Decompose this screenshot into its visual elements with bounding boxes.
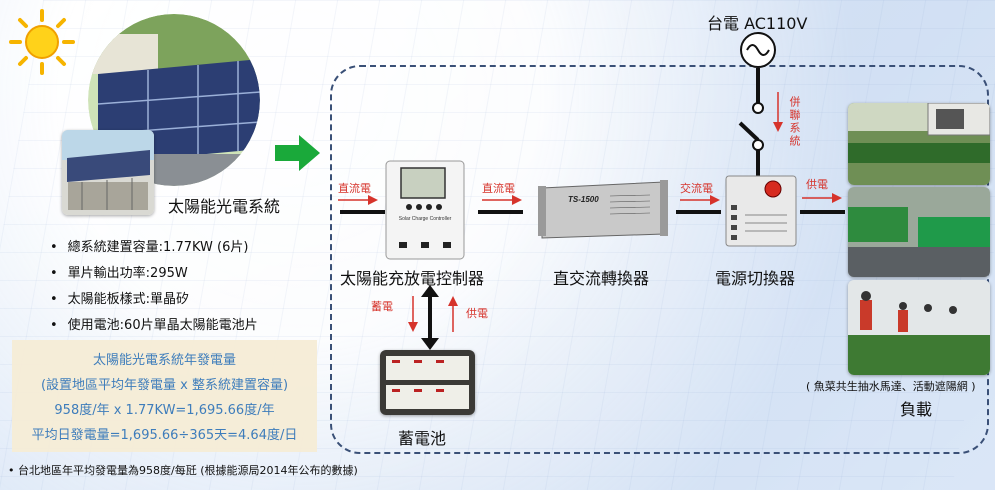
spec-panel-type: 太陽能板樣式:單晶矽: [50, 287, 258, 313]
battery-photo: [380, 350, 475, 415]
spec-capacity: 總系統建置容量:1.77KW (6片): [50, 235, 258, 261]
footnote: • 台北地區年平均發電量為958度/每瓩 (根據能源局2014年公布的數據): [8, 464, 358, 477]
discharge-label: 供電: [466, 307, 488, 320]
aquaponics-photo: [848, 187, 990, 277]
charge-label: 蓄電: [371, 300, 393, 313]
daily-result: 平均日發電量=1,695.66÷365天=4.64度/日: [31, 428, 298, 443]
charge-controller-device: Solar Charge Controller: [385, 160, 465, 260]
inverter-model: TS-1500: [568, 195, 599, 204]
discharge-arrow-icon: [448, 296, 458, 332]
green-arrow-icon: [275, 135, 320, 171]
supply-line: [800, 210, 845, 214]
dc-output-label: 直流電: [482, 182, 515, 195]
dc-output-arrow-icon: [482, 195, 522, 205]
dc-input-label: 直流電: [338, 182, 371, 195]
supply-arrow-icon: [802, 193, 842, 203]
ac-source-icon: [740, 32, 776, 68]
greenhouse-photo: [848, 103, 990, 185]
parallel-system-label: 併聯系統: [788, 96, 801, 148]
ac-arrow-icon: [680, 195, 720, 205]
ac-line: [676, 210, 721, 214]
rooftop-photo: [62, 130, 154, 215]
annual-result: 958度/年 x 1.77KW=1,695.66度/年: [54, 403, 275, 418]
inverter-label: 直交流轉換器: [553, 269, 650, 288]
system-title: 太陽能光電系統: [168, 197, 281, 216]
battery-label: 蓄電池: [398, 429, 447, 448]
ac-label: 交流電: [680, 182, 713, 195]
transfer-switch-icon: [738, 68, 764, 178]
annual-formula: (設置地區平均年發電量 x 整系統建置容量): [40, 378, 289, 393]
load-label: 負載: [900, 400, 933, 419]
inverter-device: TS-1500: [538, 180, 668, 239]
parallel-arrow-icon: [773, 92, 783, 132]
spec-cells: 使用電池:60片單晶太陽能電池片: [50, 313, 258, 339]
spec-panel-power: 單片輸出功率:295W: [50, 261, 258, 287]
solar-panel-roof-photo: [88, 14, 260, 186]
switch-label: 電源切換器: [715, 269, 796, 288]
grid-source-label: 台電 AC110V: [707, 14, 808, 33]
sun-icon: [9, 9, 75, 75]
load-note: ( 魚菜共生抽水馬達、活動遮陽網 ): [806, 380, 976, 393]
annual-title: 太陽能光電系統年發電量: [92, 353, 236, 368]
controller-label: 太陽能充放電控制器: [340, 269, 485, 288]
dc-input-line: [340, 210, 385, 214]
footnote-text: 台北地區年平均發電量為958度/每瓩 (根據能源局2014年公布的數據): [18, 464, 358, 477]
charge-arrow-icon: [408, 296, 418, 332]
annual-generation-box: 太陽能光電系統年發電量 (設置地區平均年發電量 x 整系統建置容量) 958度/…: [12, 340, 317, 452]
power-switch-device: [725, 175, 797, 247]
dc-input-arrow-icon: [338, 195, 378, 205]
supply-label: 供電: [806, 178, 828, 191]
spec-list: 總系統建置容量:1.77KW (6片) 單片輸出功率:295W 太陽能板樣式:單…: [50, 235, 258, 339]
bidirectional-arrow-icon: [421, 285, 439, 350]
dc-output-line: [478, 210, 523, 214]
controller-panel-text: Solar Charge Controller: [399, 216, 452, 222]
activity-photo: [848, 280, 990, 375]
